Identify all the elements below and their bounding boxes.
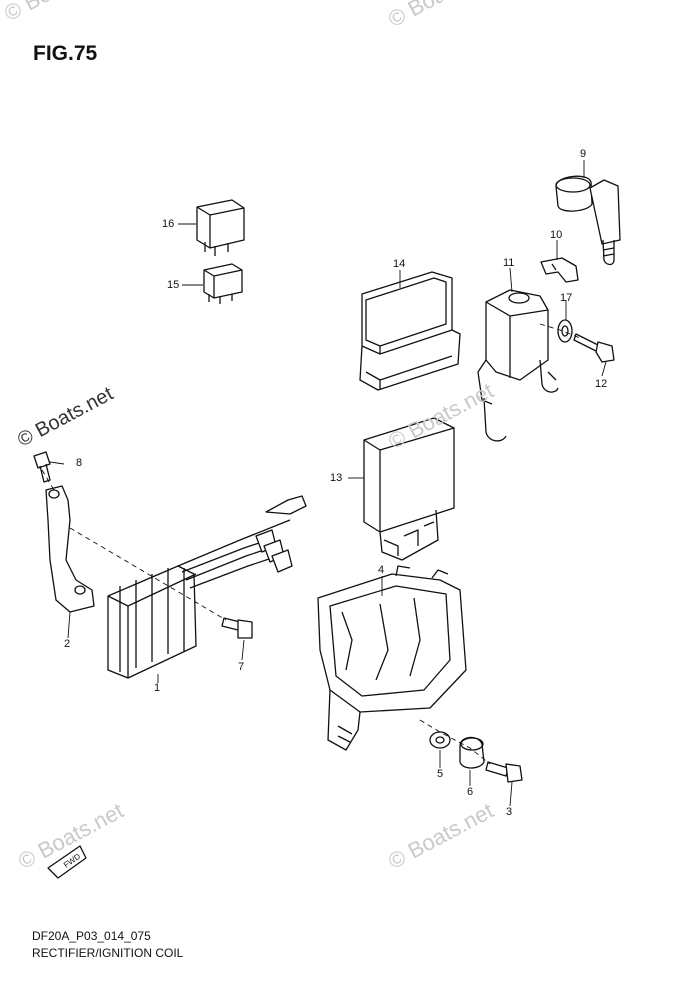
callout-5: 5	[437, 768, 444, 780]
callout-14: 14	[393, 258, 406, 270]
bolt-8-part	[33, 451, 51, 483]
callout-2: 2	[64, 638, 71, 650]
washer-part	[557, 319, 573, 343]
bolt-12-part	[573, 333, 615, 363]
callout-15: 15	[167, 279, 180, 291]
callout-9: 9	[580, 148, 587, 160]
leader-lines	[49, 160, 607, 807]
ecu-cover-part	[359, 271, 461, 391]
grommet-part	[429, 731, 451, 749]
callout-6: 6	[467, 786, 474, 798]
callout-17: 17	[560, 292, 573, 304]
ecu-part	[363, 417, 455, 561]
callout-16: 16	[162, 218, 175, 230]
ignition-coil-part	[477, 289, 559, 442]
diagram-name: RECTIFIER/IGNITION COIL	[32, 946, 184, 960]
collar-part	[459, 736, 485, 769]
diagram-code: DF20A_P03_014_075	[32, 929, 151, 943]
relay-small-part	[203, 263, 243, 304]
holder-bracket-part	[317, 565, 467, 751]
callout-10: 10	[550, 229, 563, 241]
callout-13: 13	[330, 472, 343, 484]
relay-large-part	[196, 199, 245, 256]
callout-1: 1	[154, 682, 161, 694]
clip-part	[540, 257, 579, 283]
figure-title: FIG.75	[33, 42, 98, 65]
callout-8: 8	[76, 457, 83, 469]
callout-3: 3	[506, 806, 513, 818]
callout-7: 7	[238, 661, 245, 673]
callout-12: 12	[595, 378, 608, 390]
bolt-3-part	[485, 761, 523, 783]
callout-4: 4	[378, 564, 385, 576]
callout-11: 11	[503, 257, 515, 269]
rectifier-bracket-part	[45, 485, 95, 613]
rectifier-part	[107, 495, 307, 679]
assembly-lines	[41, 323, 581, 765]
spark-plug-cap-part	[555, 175, 621, 266]
bolt-7-part	[221, 617, 253, 639]
